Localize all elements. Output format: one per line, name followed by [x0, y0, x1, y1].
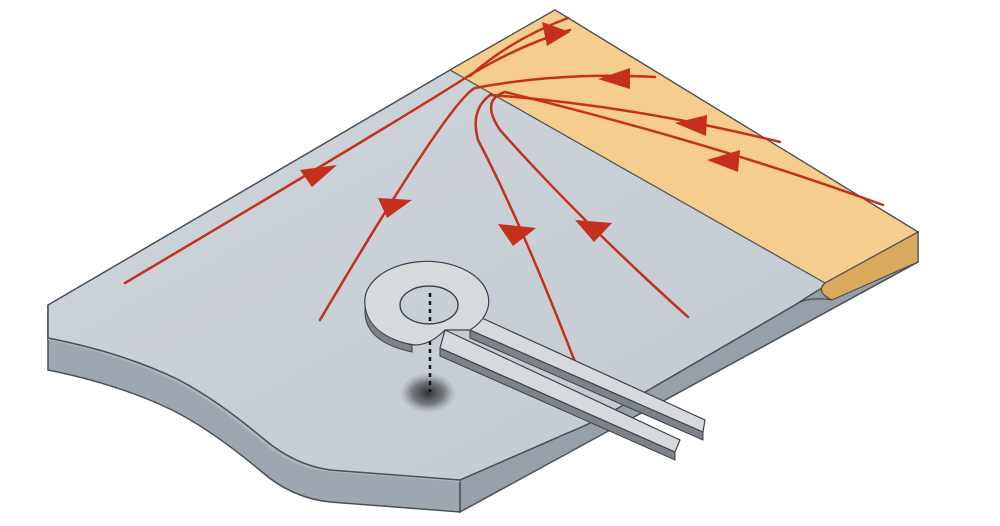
- current-line-5: [468, 16, 570, 78]
- arrow-4: [707, 150, 740, 172]
- arrowheads: [300, 22, 740, 246]
- terminal-ring-side: [364, 304, 413, 353]
- arrow-8: [575, 220, 612, 242]
- arrow-1: [542, 22, 570, 46]
- arrow-2: [598, 68, 630, 89]
- arrow-3: [675, 115, 707, 136]
- terminal-lead-inner: [439, 329, 681, 453]
- arrow-7: [498, 224, 536, 246]
- orange-region-side: [820, 230, 919, 301]
- terminal-shadow: [400, 373, 456, 413]
- ring-terminal: [364, 260, 706, 461]
- terminal-ring-hole-rim: [399, 285, 459, 325]
- arrow-5: [300, 165, 337, 187]
- current-line-1: [123, 28, 572, 285]
- arrow-6: [378, 198, 412, 218]
- current-line-3: [474, 93, 782, 364]
